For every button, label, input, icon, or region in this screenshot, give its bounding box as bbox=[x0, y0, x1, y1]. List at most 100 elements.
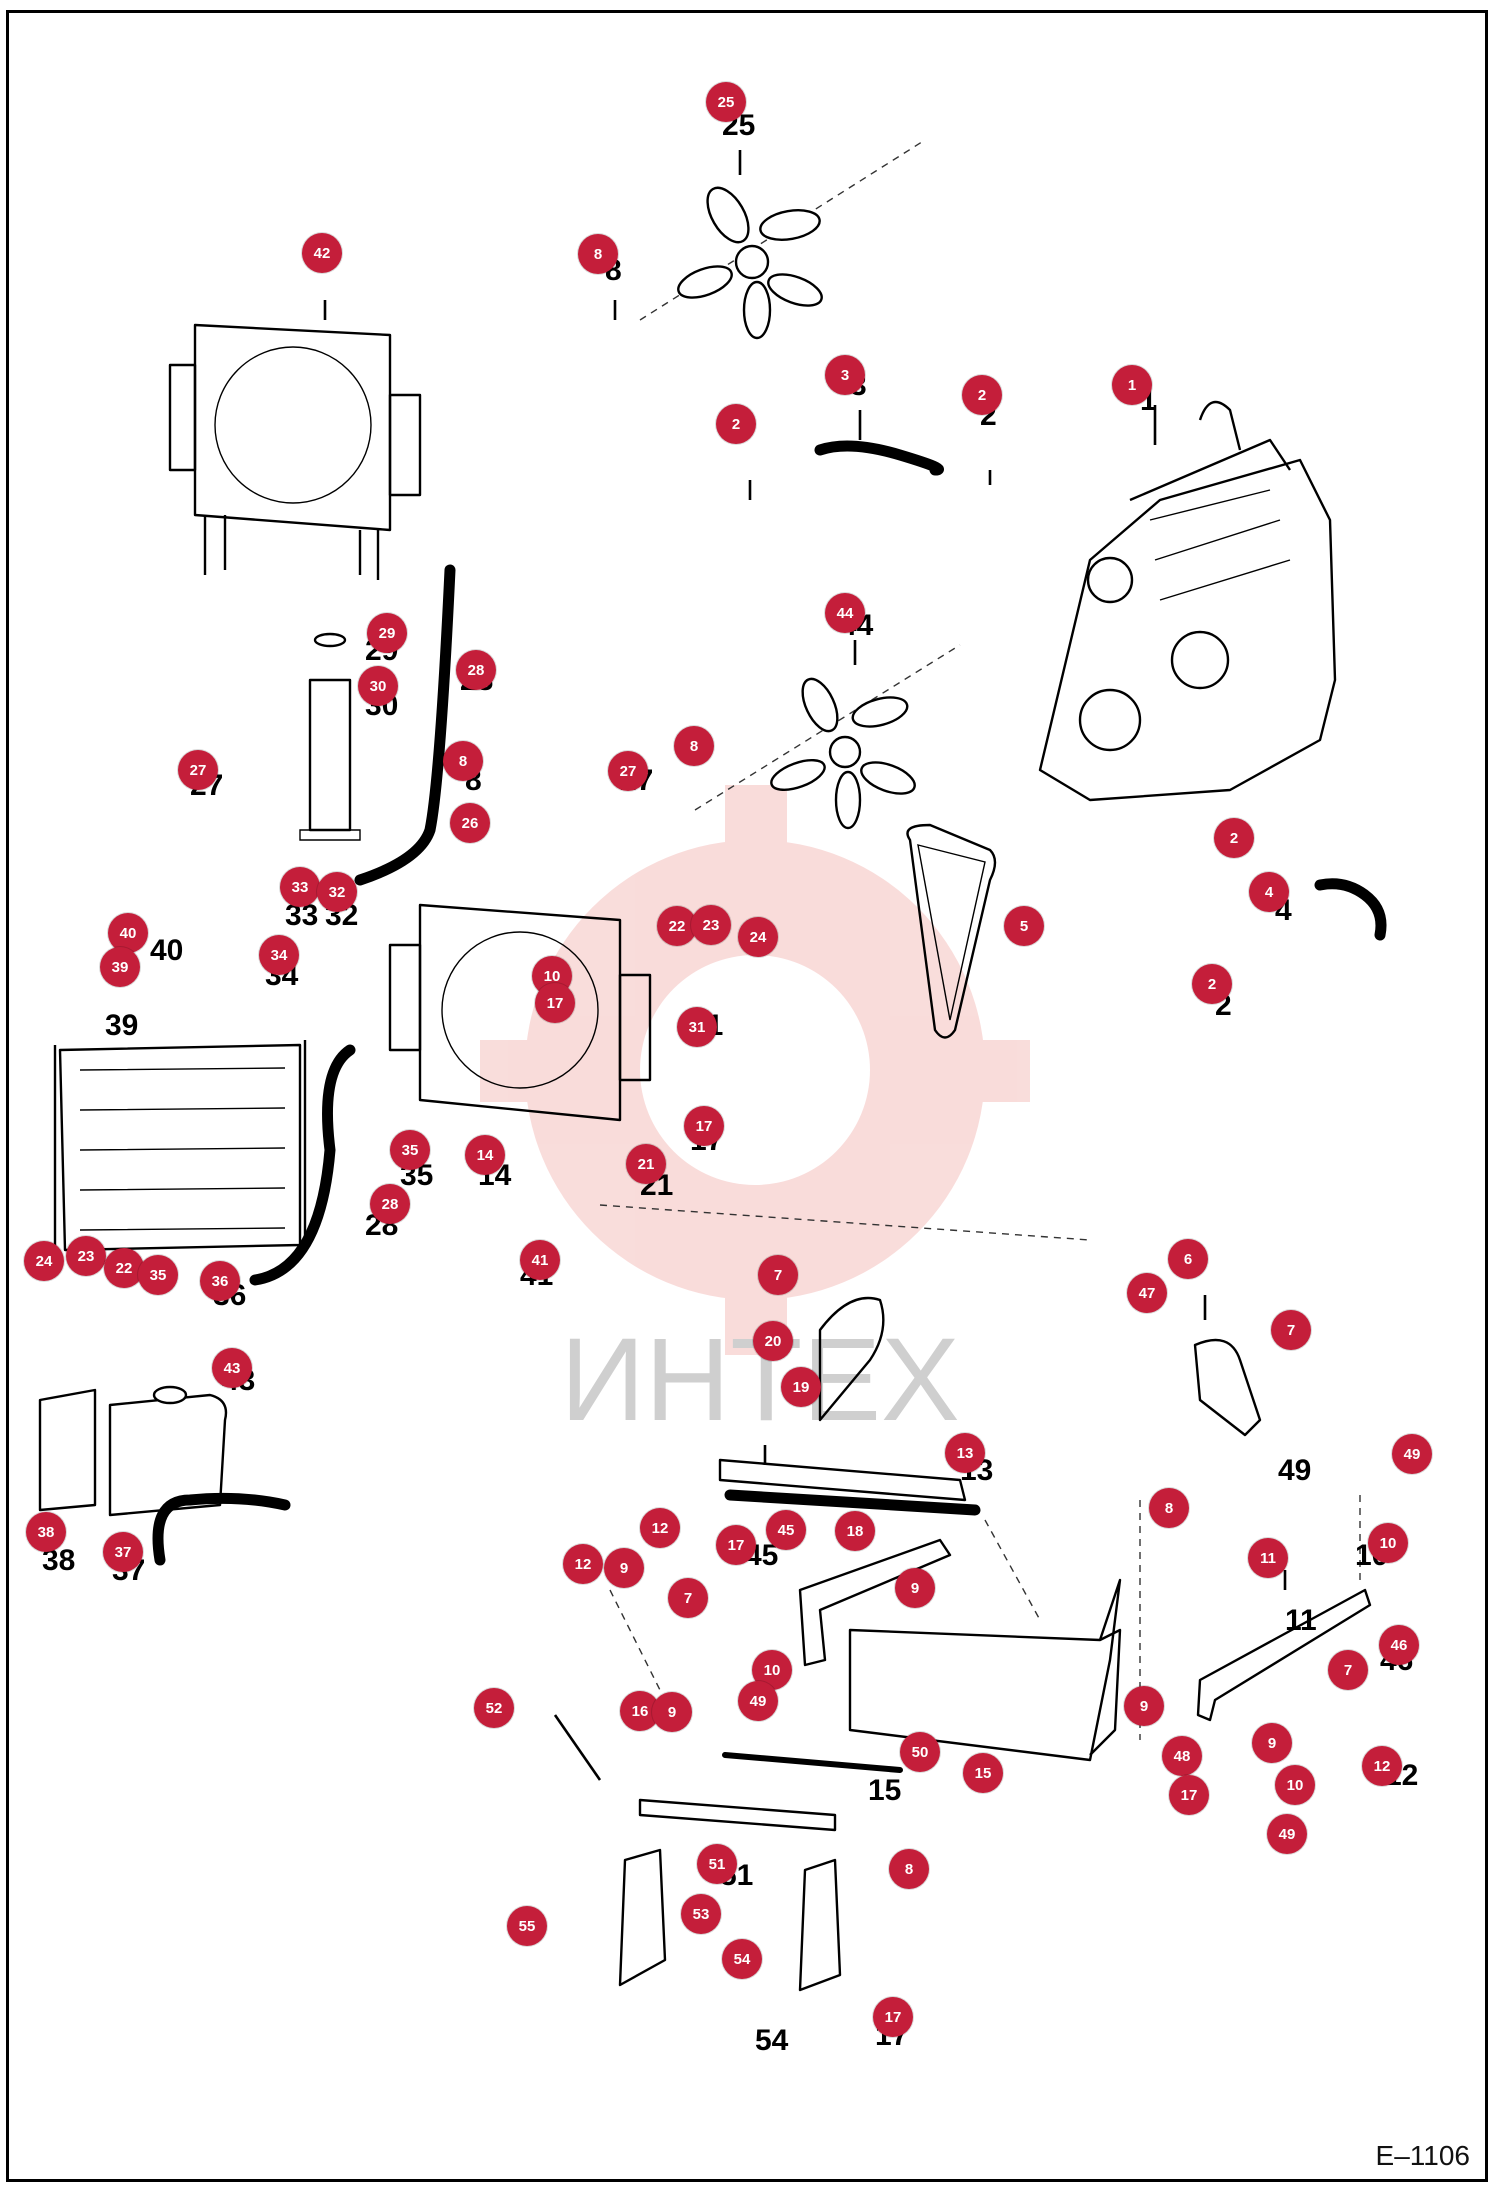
callout-badge-2[interactable]: 2 bbox=[1214, 818, 1254, 858]
bolt-52 bbox=[553, 1714, 602, 1781]
callout-badge-52[interactable]: 52 bbox=[474, 1688, 514, 1728]
callout-badge-9[interactable]: 9 bbox=[1252, 1723, 1292, 1763]
callout-badge-34[interactable]: 34 bbox=[259, 935, 299, 975]
callout-badge-8[interactable]: 8 bbox=[1149, 1488, 1189, 1528]
callout-badge-7[interactable]: 7 bbox=[758, 1255, 798, 1295]
callout-badge-23[interactable]: 23 bbox=[66, 1236, 106, 1276]
callout-badge-7[interactable]: 7 bbox=[1271, 1310, 1311, 1350]
callout-badge-2[interactable]: 2 bbox=[716, 404, 756, 444]
callout-badge-53[interactable]: 53 bbox=[681, 1894, 721, 1934]
svg-text:15: 15 bbox=[868, 1774, 901, 1807]
callout-badge-41[interactable]: 41 bbox=[520, 1240, 560, 1280]
callout-badge-55[interactable]: 55 bbox=[507, 1906, 547, 1946]
svg-text:54: 54 bbox=[755, 2024, 789, 2057]
coolant-tank-37 bbox=[38, 1385, 228, 1517]
callout-badge-21[interactable]: 21 bbox=[626, 1144, 666, 1184]
callout-badge-37[interactable]: 37 bbox=[103, 1532, 143, 1572]
callout-badge-2[interactable]: 2 bbox=[1192, 964, 1232, 1004]
callout-badge-17[interactable]: 17 bbox=[1169, 1775, 1209, 1815]
callout-badge-48[interactable]: 48 bbox=[1162, 1736, 1202, 1776]
callout-badge-28[interactable]: 28 bbox=[456, 650, 496, 690]
callout-badge-4[interactable]: 4 bbox=[1249, 872, 1289, 912]
callout-badge-13[interactable]: 13 bbox=[945, 1433, 985, 1473]
callout-badge-44[interactable]: 44 bbox=[825, 593, 865, 633]
callout-badge-25[interactable]: 25 bbox=[706, 82, 746, 122]
callout-badge-12[interactable]: 12 bbox=[640, 1508, 680, 1548]
callout-badge-8[interactable]: 8 bbox=[889, 1849, 929, 1889]
callout-badge-9[interactable]: 9 bbox=[652, 1692, 692, 1732]
rail-11 bbox=[1196, 1588, 1372, 1722]
callout-badge-12[interactable]: 12 bbox=[1362, 1746, 1402, 1786]
callout-badge-8[interactable]: 8 bbox=[443, 741, 483, 781]
callout-badge-47[interactable]: 47 bbox=[1127, 1273, 1167, 1313]
callout-badge-9[interactable]: 9 bbox=[1124, 1686, 1164, 1726]
callout-badge-17[interactable]: 17 bbox=[716, 1525, 756, 1565]
lower-hose-4 bbox=[1314, 878, 1387, 941]
callout-badge-28[interactable]: 28 bbox=[370, 1184, 410, 1224]
callout-badge-10[interactable]: 10 bbox=[1275, 1765, 1315, 1805]
callout-badge-15[interactable]: 15 bbox=[963, 1753, 1003, 1793]
callout-badge-7[interactable]: 7 bbox=[1328, 1650, 1368, 1690]
callout-badge-17[interactable]: 17 bbox=[873, 1997, 913, 2037]
callout-badge-6[interactable]: 6 bbox=[1168, 1239, 1208, 1279]
filler-neck-30 bbox=[299, 632, 361, 841]
callout-badge-38[interactable]: 38 bbox=[26, 1512, 66, 1552]
fan-blade-44 bbox=[770, 677, 916, 830]
callout-badge-8[interactable]: 8 bbox=[578, 234, 618, 274]
bracket-6 bbox=[1193, 1338, 1262, 1437]
bracket-20 bbox=[818, 1296, 885, 1422]
callout-badge-2[interactable]: 2 bbox=[962, 375, 1002, 415]
callout-badge-40[interactable]: 40 bbox=[108, 913, 148, 953]
callout-badge-9[interactable]: 9 bbox=[604, 1548, 644, 1588]
callout-badge-12[interactable]: 12 bbox=[563, 1544, 603, 1584]
callout-badge-8[interactable]: 8 bbox=[674, 726, 714, 766]
callout-badge-50[interactable]: 50 bbox=[900, 1732, 940, 1772]
callout-badge-32[interactable]: 32 bbox=[317, 872, 357, 912]
fan-shroud-42 bbox=[168, 323, 422, 580]
callout-badge-49[interactable]: 49 bbox=[1392, 1434, 1432, 1474]
callout-badge-17[interactable]: 17 bbox=[535, 983, 575, 1023]
callout-badge-54[interactable]: 54 bbox=[722, 1939, 762, 1979]
engine-1 bbox=[1038, 400, 1337, 802]
leader-lines bbox=[323, 150, 1287, 1590]
callout-badge-11[interactable]: 11 bbox=[1248, 1538, 1288, 1578]
callout-badge-29[interactable]: 29 bbox=[367, 613, 407, 653]
callout-badge-30[interactable]: 30 bbox=[358, 666, 398, 706]
callout-badge-22[interactable]: 22 bbox=[657, 906, 697, 946]
drawing-frame bbox=[6, 10, 1488, 2182]
hose-28-lower bbox=[249, 1044, 356, 1286]
callout-badge-35[interactable]: 35 bbox=[390, 1130, 430, 1170]
callout-badge-19[interactable]: 19 bbox=[781, 1367, 821, 1407]
callout-badge-10[interactable]: 10 bbox=[1368, 1523, 1408, 1563]
callout-badge-46[interactable]: 46 bbox=[1379, 1625, 1419, 1665]
callout-badge-35[interactable]: 35 bbox=[138, 1255, 178, 1295]
callout-badge-33[interactable]: 33 bbox=[280, 867, 320, 907]
callout-badge-39[interactable]: 39 bbox=[100, 947, 140, 987]
callout-badge-43[interactable]: 43 bbox=[212, 1348, 252, 1388]
callout-badge-45[interactable]: 45 bbox=[766, 1510, 806, 1550]
callout-badge-1[interactable]: 1 bbox=[1112, 365, 1152, 405]
callout-badge-23[interactable]: 23 bbox=[691, 905, 731, 945]
callout-badge-51[interactable]: 51 bbox=[697, 1844, 737, 1884]
callout-badge-36[interactable]: 36 bbox=[200, 1261, 240, 1301]
callout-badge-24[interactable]: 24 bbox=[738, 917, 778, 957]
callout-badge-27[interactable]: 27 bbox=[608, 751, 648, 791]
callout-badge-14[interactable]: 14 bbox=[465, 1135, 505, 1175]
callout-badge-27[interactable]: 27 bbox=[178, 750, 218, 790]
callout-badge-42[interactable]: 42 bbox=[302, 233, 342, 273]
bracket-18 bbox=[798, 1538, 952, 1667]
callout-badge-49[interactable]: 49 bbox=[738, 1681, 778, 1721]
callout-badge-7[interactable]: 7 bbox=[668, 1578, 708, 1618]
callout-badge-26[interactable]: 26 bbox=[450, 803, 490, 843]
callout-badge-17[interactable]: 17 bbox=[684, 1106, 724, 1146]
callout-badge-5[interactable]: 5 bbox=[1004, 906, 1044, 946]
callout-badge-20[interactable]: 20 bbox=[753, 1321, 793, 1361]
callout-badge-49[interactable]: 49 bbox=[1267, 1814, 1307, 1854]
callout-badge-3[interactable]: 3 bbox=[825, 355, 865, 395]
callout-badge-22[interactable]: 22 bbox=[104, 1248, 144, 1288]
callout-badge-24[interactable]: 24 bbox=[24, 1241, 64, 1281]
callout-badge-31[interactable]: 31 bbox=[677, 1007, 717, 1047]
callout-badge-9[interactable]: 9 bbox=[895, 1568, 935, 1608]
callout-badge-18[interactable]: 18 bbox=[835, 1511, 875, 1551]
